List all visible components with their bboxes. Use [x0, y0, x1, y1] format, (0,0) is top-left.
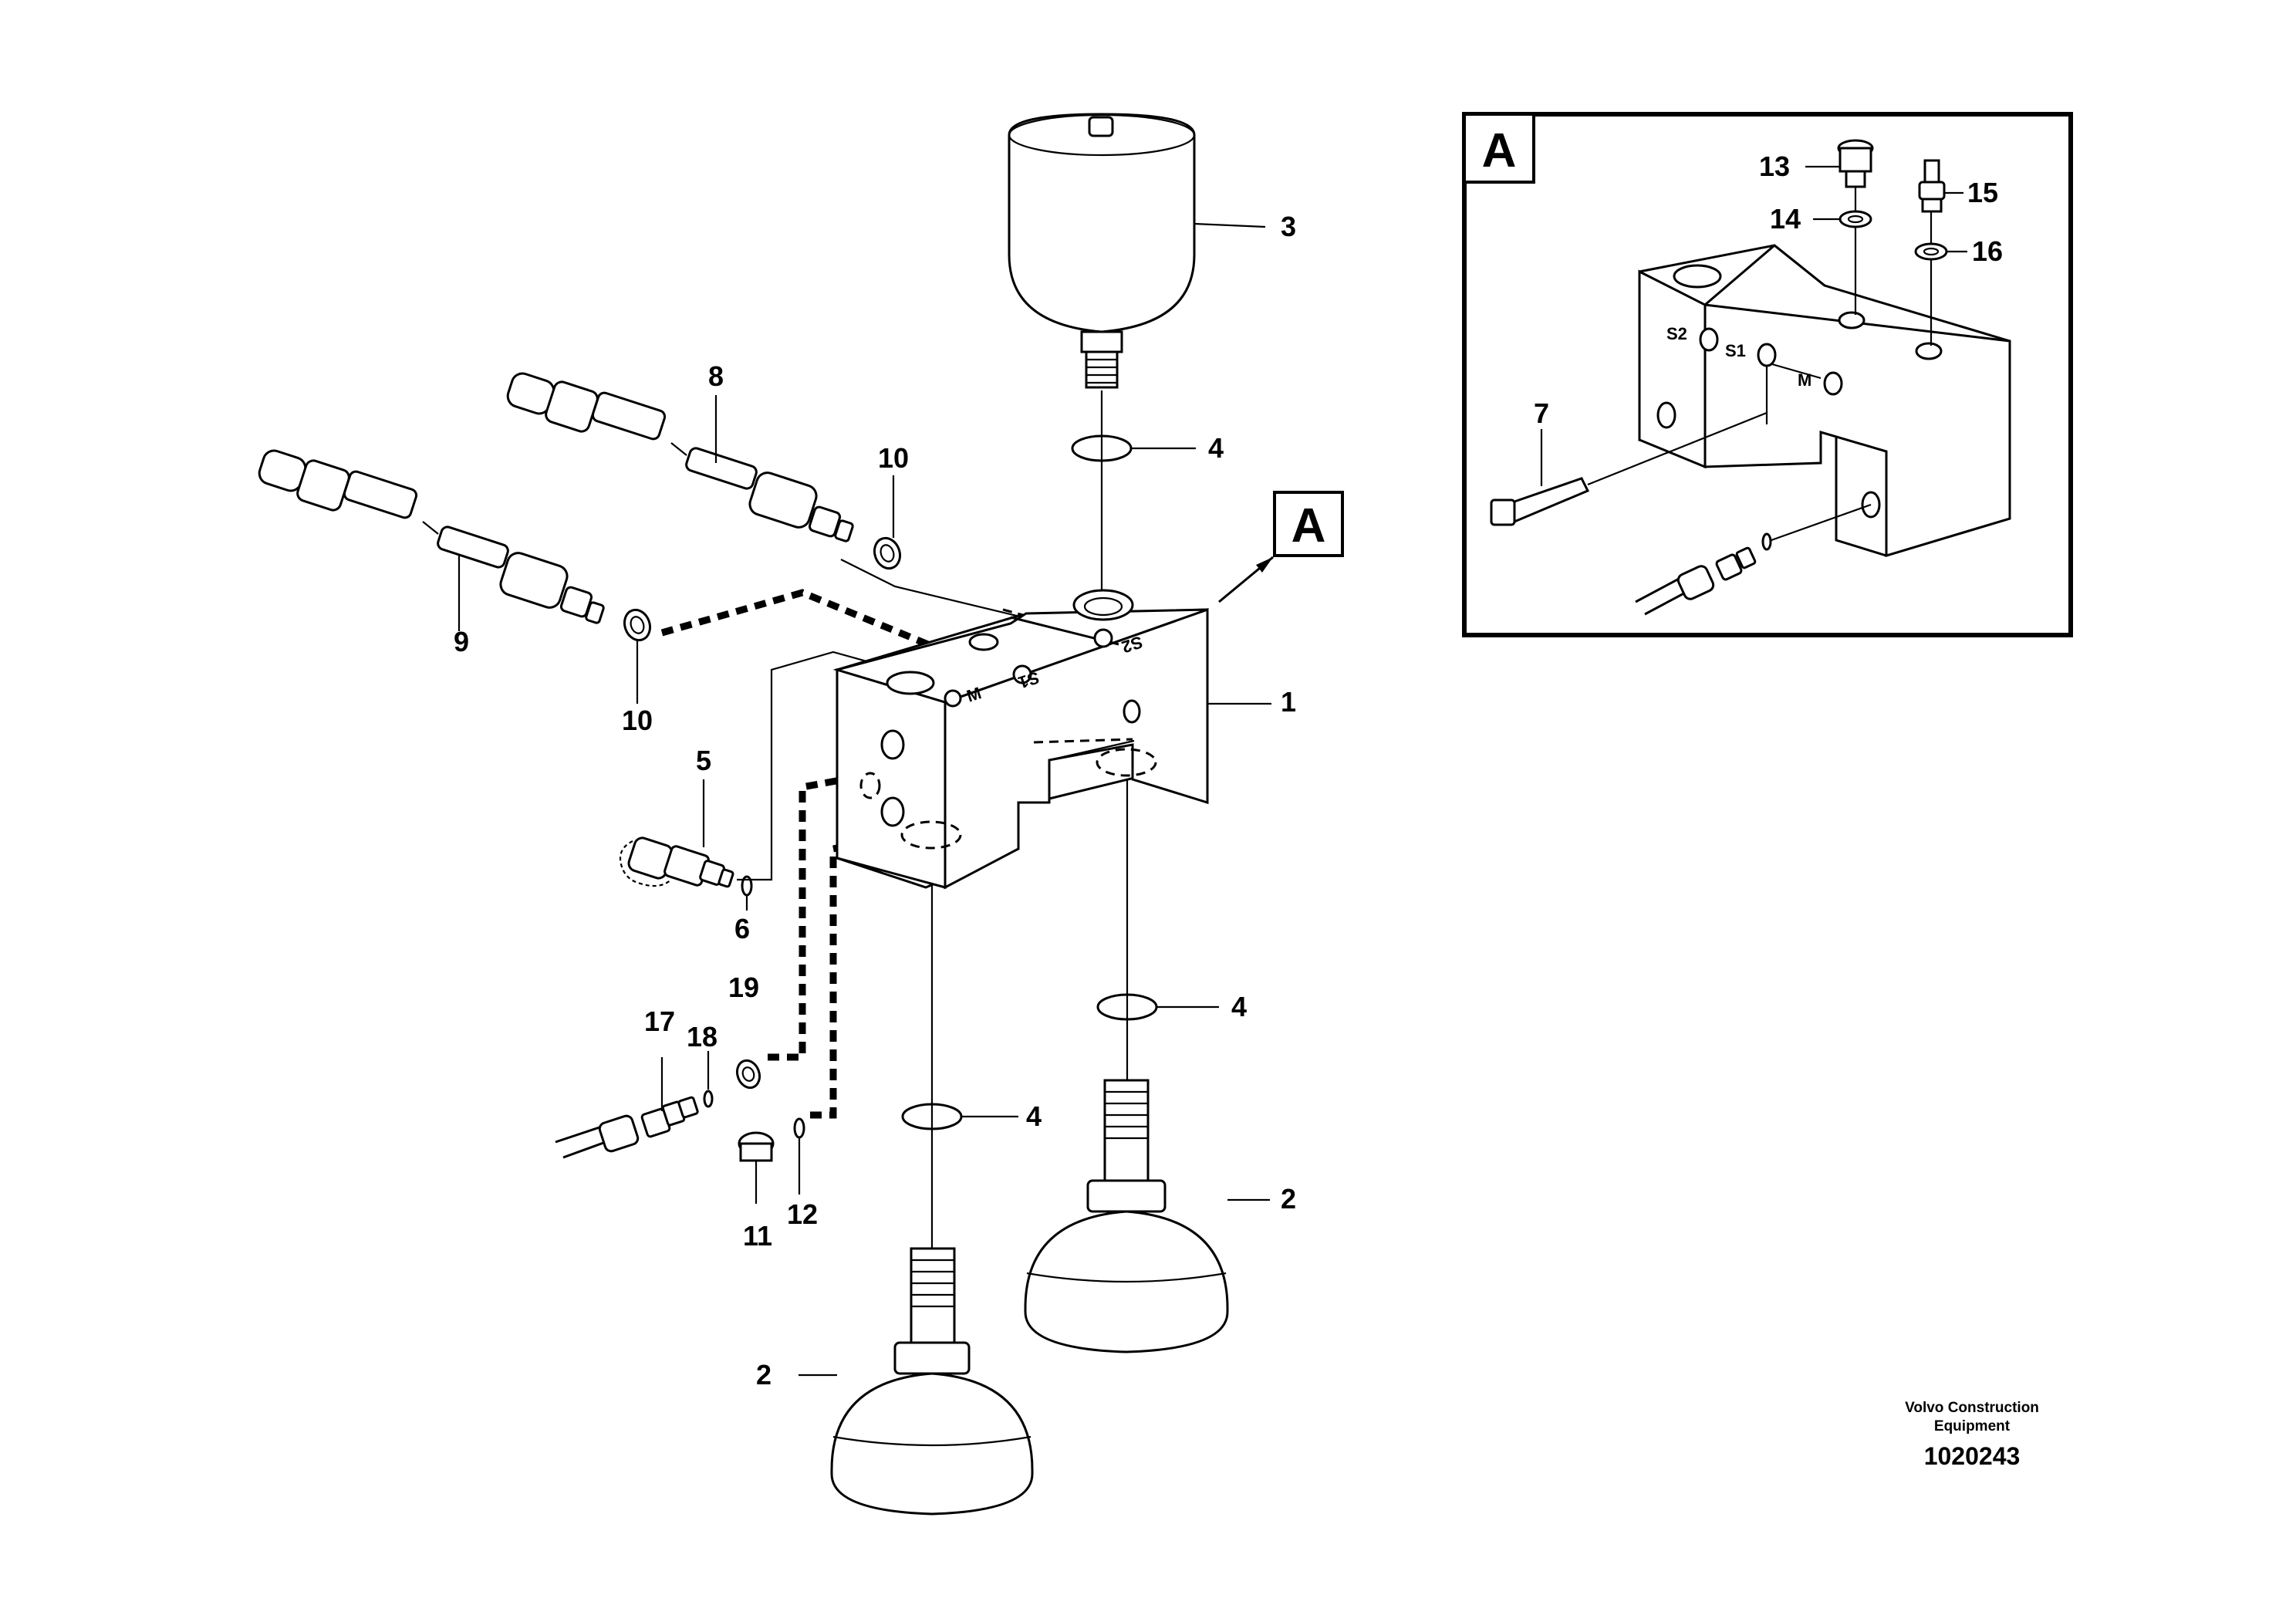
- callout-1: 1: [1281, 686, 1296, 718]
- callout-17: 17: [644, 1005, 675, 1037]
- accumulator-bottom-right: [1024, 1079, 1229, 1353]
- callout-5: 5: [696, 745, 711, 776]
- callout-3: 3: [1281, 211, 1296, 242]
- detail-a-marker[interactable]: A: [1218, 491, 1344, 603]
- hose-assembly-8: [506, 372, 854, 542]
- callout-12: 12: [787, 1198, 818, 1230]
- callout-13: 13: [1759, 150, 1790, 182]
- plug-fitting: [738, 1117, 805, 1192]
- detail-a-panel: A S2 S1 M 7 13: [1462, 112, 2073, 637]
- callout-11: 11: [743, 1220, 772, 1252]
- callout-8: 8: [708, 360, 724, 392]
- seal-washers: [623, 536, 902, 642]
- callout-4-left: 4: [1026, 1100, 1042, 1132]
- callout-16: 16: [1972, 235, 2003, 267]
- callout-9: 9: [454, 626, 469, 657]
- callout-19: 19: [728, 972, 759, 1003]
- leader-lines: [458, 222, 1271, 1377]
- callout-2-right: 2: [1281, 1183, 1296, 1215]
- detail-a-title: A: [1482, 124, 1517, 177]
- detail-port-label-s2: S2: [1666, 324, 1687, 343]
- test-point-nipple: [619, 836, 753, 897]
- callout-4-top: 4: [1208, 432, 1224, 464]
- callout-4-right: 4: [1231, 991, 1247, 1022]
- valve-block: M S1 S2: [832, 589, 1209, 890]
- detail-port-label-s1: S1: [1725, 341, 1746, 360]
- credit-line-1: Volvo Construction: [1905, 1400, 2039, 1416]
- detail-port-label-m: M: [1798, 370, 1811, 390]
- accumulator-top: [1008, 113, 1196, 389]
- adapter-fitting: [555, 1051, 761, 1159]
- callout-10-top: 10: [878, 442, 909, 474]
- callout-2-left: 2: [756, 1359, 772, 1391]
- callout-15: 15: [1967, 177, 1998, 208]
- hose-assembly-9: [258, 449, 605, 624]
- drawing-credit: Volvo Construction Equipment 1020243: [1905, 1400, 2039, 1470]
- callout-18: 18: [687, 1021, 718, 1053]
- callouts: 1 2 2 3 4 4 4 5 6 8 9 10 10 11 12 17 18 …: [454, 211, 1296, 1391]
- callout-14: 14: [1770, 203, 1801, 235]
- detail-a-marker-label: A: [1292, 499, 1326, 552]
- callout-7: 7: [1534, 397, 1549, 429]
- drawing-number: 1020243: [1924, 1442, 2021, 1470]
- credit-line-2: Equipment: [1934, 1418, 2011, 1434]
- callout-6: 6: [734, 913, 750, 944]
- callout-10-bottom: 10: [622, 705, 653, 736]
- accumulator-bottom-left: [830, 1247, 1034, 1516]
